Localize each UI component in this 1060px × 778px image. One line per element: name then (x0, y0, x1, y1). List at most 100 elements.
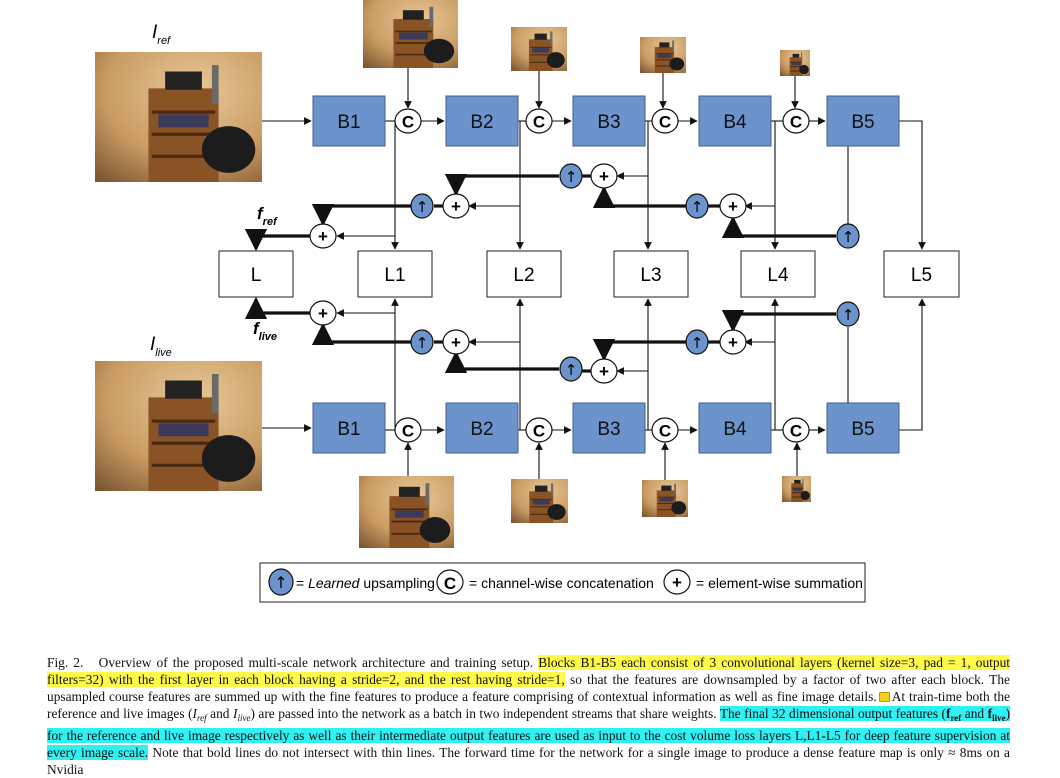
caption-text-4: Note that bold lines do not intersect wi… (47, 745, 1011, 777)
svg-text:+: + (728, 197, 738, 216)
live-concat-node-1: C (394, 417, 422, 443)
loss-box-l2: L2 (486, 250, 562, 298)
ref-scale5-image (780, 50, 810, 76)
svg-text:↑: ↑ (691, 198, 704, 216)
loss-box-l3: L3 (613, 250, 689, 298)
math-i-live: I (232, 706, 238, 721)
ref-upsample-2: ↑ (410, 193, 434, 219)
svg-text:C: C (659, 113, 671, 132)
svg-text:+: + (318, 227, 328, 246)
live-block-b5: B5 (826, 402, 900, 454)
loss-box-l3-label: L3 (640, 265, 661, 286)
legend-sum-icon: + (663, 569, 691, 595)
ref-block-b3-label: B3 (597, 112, 620, 133)
svg-text:+: + (599, 362, 609, 381)
live-block-b3-label: B3 (597, 419, 620, 440)
live-block-b1: B1 (312, 402, 386, 454)
live-sum-4: + (719, 329, 747, 355)
svg-text:↑: ↑ (842, 228, 855, 246)
math-i-ref: I (192, 706, 197, 721)
ref-up3-to-sum2 (444, 173, 559, 197)
ref-concat-node-1: C (394, 108, 422, 134)
loss-box-l4: L4 (740, 250, 816, 298)
ref-concat-node-2: C (525, 108, 553, 134)
live-up3-to-sum2 (444, 350, 559, 374)
ref-block-b2-label: B2 (470, 112, 493, 133)
ref-upsample-4: ↑ (685, 193, 709, 219)
live-scale3-image (511, 479, 568, 523)
loss-box-l4-label: L4 (767, 265, 789, 286)
live-sum-3: + (590, 358, 618, 384)
ref-block-b3: B3 (572, 95, 646, 147)
svg-text:C: C (402, 113, 414, 132)
ref-sum-1: + (309, 223, 337, 249)
live-image (95, 361, 262, 491)
live-sum1-to-L (244, 296, 310, 320)
ref-concat-node-4: C (782, 108, 810, 134)
live-block-b2-label: B2 (470, 419, 493, 440)
ref-up4-to-sum3 (592, 185, 686, 209)
ref-upsample-5: ↑ (836, 223, 860, 249)
ref-sum1-to-L (244, 228, 310, 252)
svg-text:↑: ↑ (565, 361, 578, 379)
svg-text:↑: ↑ (416, 334, 429, 352)
live-upsample-2: ↑ (410, 329, 434, 355)
svg-text:C: C (533, 113, 545, 132)
ref-block-b4-label: B4 (723, 112, 747, 133)
caption-text-3a: At train-time both the reference and liv… (47, 689, 1010, 721)
caption-and-1: and (206, 706, 233, 721)
loss-box-l: L (218, 250, 294, 298)
ref-sum-2: + (442, 193, 470, 219)
math-f-live-sub: live (992, 713, 1006, 723)
caption-hl2-a: The final 32 dimensional output features… (719, 706, 946, 721)
math-f-ref: f (945, 706, 951, 721)
live-up4-to-sum3 (592, 338, 686, 362)
live-upsample-3: ↑ (559, 356, 583, 382)
caption-text-2: so that the features are downsampled by … (47, 672, 1010, 704)
live-scale4-image (642, 480, 688, 517)
legend: ↑ = Learned upsampling C = channel-wise … (259, 562, 866, 603)
caption-and-2: and (961, 706, 988, 721)
live-upsample-5: ↑ (836, 301, 860, 327)
ref-block-b5-label: B5 (851, 112, 874, 133)
live-scale2-image (359, 476, 454, 548)
svg-text:+: + (672, 573, 682, 592)
caption-intro: Overview of the proposed multi-scale net… (98, 655, 534, 670)
loss-box-l1-label: L1 (384, 265, 405, 286)
ref-block-b1: B1 (312, 95, 386, 147)
svg-text:C: C (444, 574, 456, 593)
comment-note-icon[interactable] (878, 692, 890, 702)
ref-sum-4: + (719, 193, 747, 219)
loss-box-l1: L1 (357, 250, 433, 298)
loss-box-l5-label: L5 (911, 265, 932, 286)
input-label-live: Ilive (150, 334, 172, 359)
ref-scale3-image (511, 27, 567, 71)
loss-box-l-label: L (251, 265, 262, 286)
math-i-live-sub: live (237, 713, 251, 723)
svg-text:↑: ↑ (416, 198, 429, 216)
ref-image (95, 52, 262, 182)
svg-text:+: + (318, 304, 328, 323)
svg-text:C: C (790, 113, 802, 132)
svg-text:C: C (402, 422, 414, 441)
ref-block-b4: B4 (698, 95, 772, 147)
input-label-ref: Iref (152, 22, 171, 47)
live-up2-to-sum1 (311, 322, 411, 346)
live-block-b4-label: B4 (723, 419, 747, 440)
caption-hl2-b: ) for the reference and live image respe… (47, 706, 1011, 760)
architecture-diagram: Iref Ilive fref flive B1B1B2B2B3B3B4B4B5… (95, 0, 960, 603)
feature-label-live: flive (253, 319, 277, 343)
live-block-b2: B2 (445, 402, 519, 454)
svg-text:+: + (451, 197, 461, 216)
svg-text:↑: ↑ (691, 334, 704, 352)
caption-fig-label: Fig. 2. (47, 655, 84, 670)
math-i-ref-sub: ref (197, 713, 207, 723)
ref-concat-node-3: C (651, 108, 679, 134)
live-block-b4: B4 (698, 402, 772, 454)
svg-text:C: C (659, 422, 671, 441)
live-concat-node-3: C (651, 417, 679, 443)
ref-block-b5: B5 (826, 95, 900, 147)
figure-caption: Fig. 2. Overview of the proposed multi-s… (47, 654, 1011, 778)
svg-text:+: + (451, 333, 461, 352)
ref-sum-3: + (590, 163, 618, 189)
